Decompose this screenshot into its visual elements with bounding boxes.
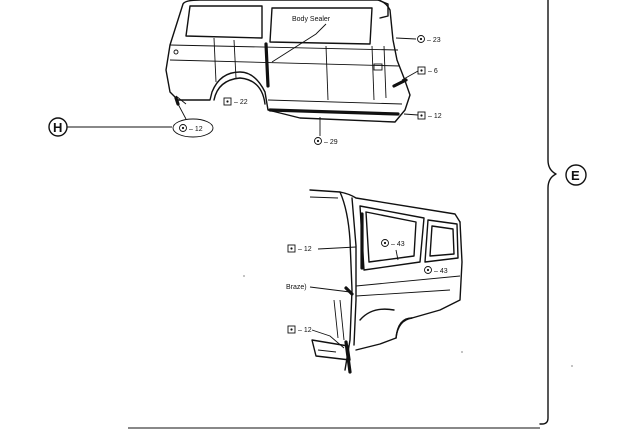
section-e-brace: E: [539, 0, 587, 425]
section-label-e: E: [571, 168, 580, 183]
body-sealer-label: Body Sealer: [292, 16, 331, 23]
detail-h-callout: H – 12: [48, 103, 214, 138]
svg-text:– 12: – 12: [428, 113, 442, 120]
circle-dot-icon: [179, 124, 187, 132]
circle-dot-icon: [424, 266, 432, 274]
svg-text:– 43: – 43: [391, 241, 405, 248]
lower-van-drawing: [309, 189, 463, 374]
upper-van-drawing: [165, 0, 411, 123]
braze-callout: Braze): [286, 284, 351, 293]
square-dot-icon: [223, 97, 232, 106]
svg-text:– 43: – 43: [434, 268, 448, 275]
svg-text:– 22: – 22: [234, 99, 248, 106]
part-marker-29: – 29: [314, 117, 338, 146]
square-dot-icon: [417, 111, 426, 120]
square-dot-icon: [287, 244, 296, 253]
part-marker-6: – 6: [401, 66, 438, 81]
svg-text:– 12: – 12: [298, 246, 312, 253]
circle-dot-icon: [417, 35, 425, 43]
svg-text:– 29: – 29: [324, 139, 338, 146]
section-label-h: H: [53, 120, 62, 135]
part-marker-12-lower-a: – 12: [287, 244, 357, 253]
svg-text:– 6: – 6: [428, 68, 438, 75]
part-marker-43-a: – 43: [381, 239, 405, 261]
part-marker-12-lower-b: – 12: [287, 325, 345, 349]
square-dot-icon: [287, 325, 296, 334]
part-marker-43-b: – 43: [424, 266, 448, 275]
part-marker-23: – 23: [395, 35, 441, 44]
body-sealer-callout: Body Sealer: [271, 16, 331, 63]
part-marker-12-upper: – 12: [403, 111, 442, 120]
braze-label: Braze): [286, 284, 307, 291]
svg-text:– 23: – 23: [427, 37, 441, 44]
svg-text:– 12: – 12: [298, 327, 312, 334]
circle-dot-icon: [314, 137, 322, 145]
svg-text:– 12: – 12: [189, 126, 203, 133]
part-marker-22: – 22: [223, 97, 248, 106]
square-dot-icon: [417, 66, 426, 75]
circle-dot-icon: [381, 239, 389, 247]
